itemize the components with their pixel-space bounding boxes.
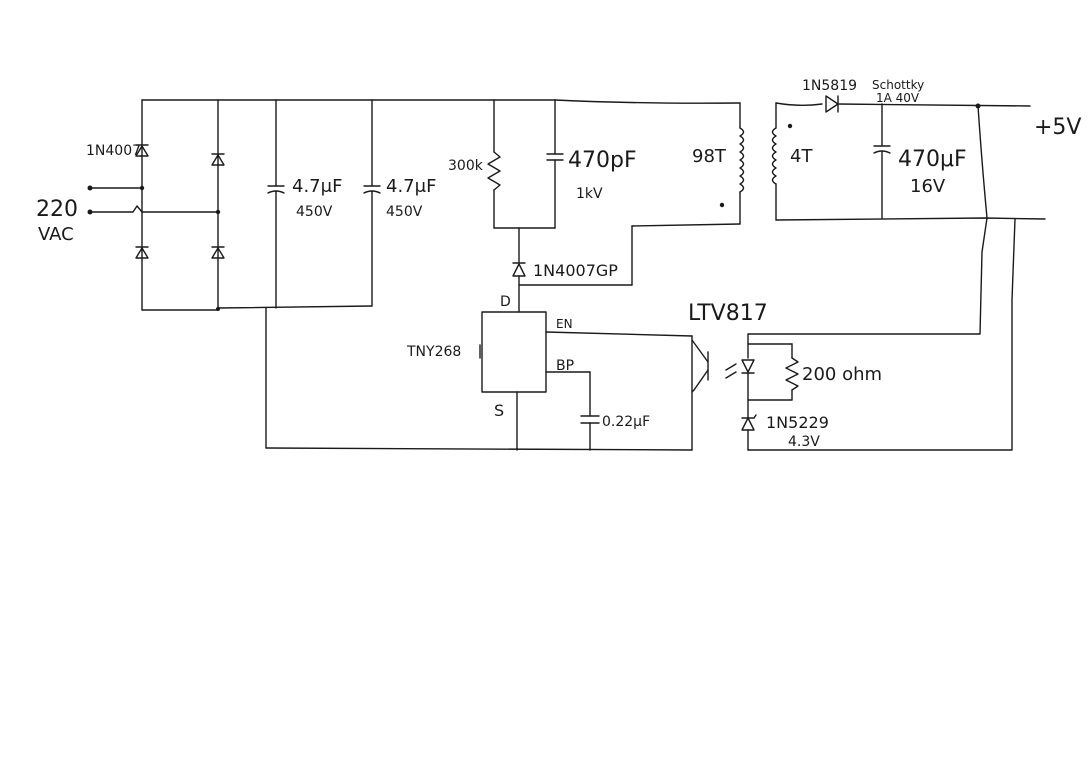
pin-enable-label: EN [556,317,573,331]
schottky-diode-label: 1N5819 [802,78,857,94]
cap2-rating-label: 450V [386,204,423,220]
clamp-diode-label: 1N4007GP [533,261,618,280]
zener-diode: 1N5229 4.3V [741,413,829,451]
bridge-rectifier: 1N4007 [86,99,225,311]
primary-turns-label: 98T [692,146,727,167]
snubber-network: 300k 470pF 1kV [448,99,637,263]
zener-voltage-label: 4.3V [788,434,820,450]
opto-resistor: 200 ohm [747,343,882,401]
snubber-cap-rating-label: 1kV [576,186,603,202]
opto-resistor-value-label: 200 ohm [802,364,882,385]
output-stage: 1N5819 Schottky 1A 40V 470μF 16V +5V [775,78,1081,221]
dc-bus [141,99,741,449]
zener-label: 1N5229 [766,413,829,432]
schottky-note-label: Schottky [872,78,924,92]
cap2-value-label: 4.7μF [386,176,436,197]
bridge-diode-4 [211,246,225,259]
input-voltage-label: 220 [36,197,78,222]
input-unit-label: VAC [38,224,74,245]
pin-bypass-label: BP [556,358,574,374]
opto-phototransistor [691,339,709,393]
optocoupler-label: LTV817 [688,301,768,326]
output-cap-value-label: 470μF [898,147,967,172]
feedback-wiring [747,217,1016,451]
bulk-capacitor-2: 4.7μF 450V [363,99,436,307]
controller-label: TNY268 [406,344,461,360]
ac-input: 220 VAC [36,185,219,245]
clamp-diode: 1N4007GP [512,223,741,313]
pin-drain-label: D [500,294,511,310]
opto-led [725,359,755,419]
bridge-diode-label: 1N4007 [86,143,141,159]
bulk-capacitor-1: 4.7μF 450V [267,99,342,309]
output-voltage-label: +5V [1034,115,1081,140]
bridge-diode-2 [211,153,225,166]
cap1-value-label: 4.7μF [292,176,342,197]
cap1-rating-label: 450V [296,204,333,220]
snubber-cap-value-label: 470pF [568,148,637,173]
snubber-resistor-label: 300k [448,158,484,174]
optocoupler: LTV817 200 ohm [688,301,882,419]
output-cap-rating-label: 16V [910,176,946,197]
pin-source-label: S [494,401,504,420]
bridge-diode-3 [135,246,149,259]
bridge-diode-1 [135,144,149,157]
bypass-cap-label: 0.22μF [602,414,650,430]
schottky-rating-label: 1A 40V [876,91,920,105]
secondary-turns-label: 4T [790,146,813,167]
flyback-transformer: 98T 4T [692,102,813,225]
controller-ic: TNY268 D EN BP S 0.22μF [265,294,693,451]
